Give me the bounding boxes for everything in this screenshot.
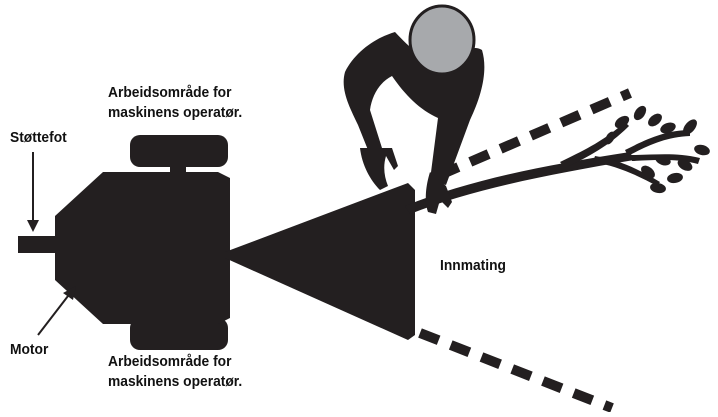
motor-arrow: [37, 286, 76, 336]
work-area-bottom-label: Arbeidsområde for maskinens operatør.: [108, 352, 242, 392]
work-area-bottom-line-2: maskinens operatør.: [108, 373, 243, 390]
work-area-top-label: Arbeidsområde for maskinens operatør.: [108, 83, 242, 123]
work-area-bottom-line-1: Arbeidsområde for: [108, 353, 232, 370]
lower-danger-line: [418, 328, 614, 413]
operator-left-hand: [360, 148, 398, 190]
top-wheel: [130, 135, 228, 178]
support-foot-label: Støttefot: [10, 129, 67, 146]
upper-danger-line: [438, 88, 632, 180]
infeed-funnel: [225, 183, 415, 340]
motor-label: Motor: [10, 341, 49, 358]
operator-head: [408, 4, 476, 76]
operator-right-hand: [425, 172, 452, 214]
work-area-top-line-2: maskinens operatør.: [108, 104, 243, 121]
machine-body: [55, 172, 230, 324]
support-foot-arrow: [27, 152, 39, 232]
branch: [405, 105, 710, 214]
support-foot: [18, 236, 58, 253]
work-area-top-line-1: Arbeidsområde for: [108, 84, 232, 101]
infeed-label: Innmating: [440, 257, 506, 274]
